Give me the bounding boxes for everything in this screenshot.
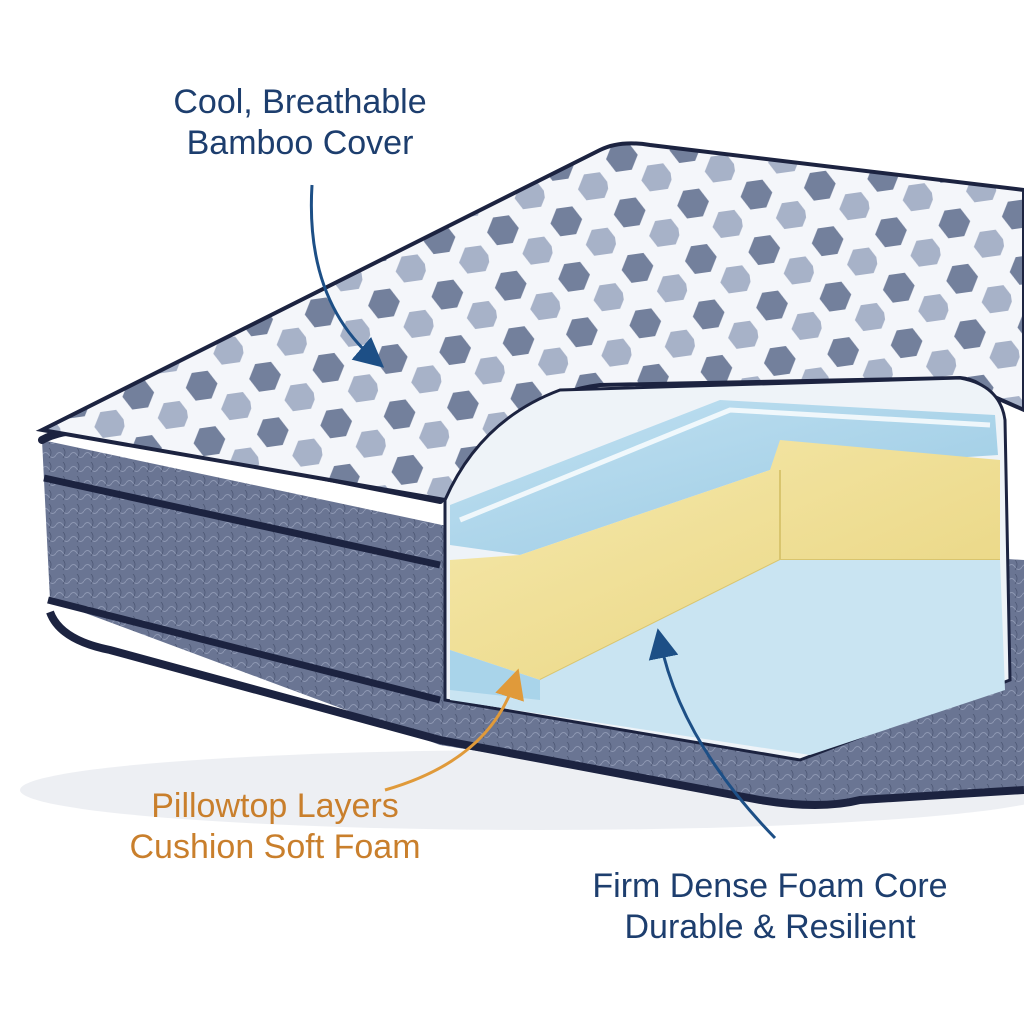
core-callout-arrow	[648, 628, 777, 840]
comfort-layer	[450, 400, 998, 555]
pillowtop-foam-layer	[450, 440, 1000, 680]
cover-callout-arrow	[309, 184, 385, 368]
pillowtop-label-line1: Pillowtop Layers	[151, 787, 399, 825]
cutaway-layers	[443, 376, 1012, 762]
pillowtop-label: Pillowtop Layers Cushion Soft Foam	[80, 786, 470, 868]
pillowtop-callout-arrow	[384, 668, 524, 792]
core-label-line2: Durable & Resilient	[624, 907, 916, 946]
core-label-line1: Firm Dense Foam Core	[592, 867, 948, 905]
cover-label: Cool, Breathable Bamboo Cover	[120, 82, 480, 164]
cover-label-line1: Cool, Breathable	[173, 83, 427, 121]
core-label: Firm Dense Foam Core Durable & Resilient	[540, 866, 1000, 948]
foam-core-layer	[450, 560, 1005, 755]
cover-label-line2: Bamboo Cover	[186, 123, 414, 162]
pillowtop-label-line2: Cushion Soft Foam	[129, 827, 421, 866]
